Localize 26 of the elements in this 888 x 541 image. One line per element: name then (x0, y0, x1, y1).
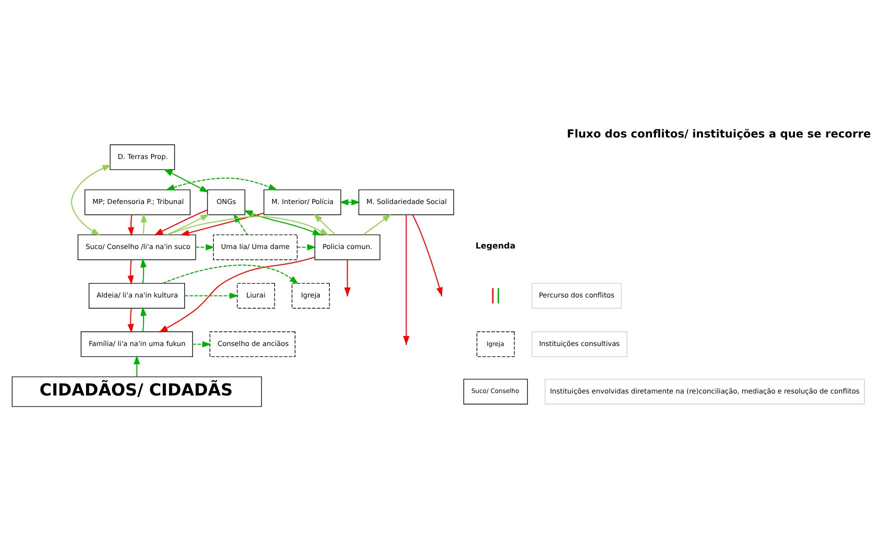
arrow (363, 213, 392, 235)
arrow (339, 198, 360, 205)
arrow (166, 177, 278, 190)
arrow (314, 213, 336, 235)
node-box: CIDADÃOS/ CIDADÃS (12, 376, 262, 406)
label: Legenda (476, 240, 516, 250)
arrow (196, 244, 215, 250)
arrow (140, 306, 147, 332)
arrow (71, 164, 112, 235)
arrow (128, 259, 134, 284)
arrow (154, 208, 208, 235)
arrow (134, 354, 140, 376)
diagram-title: Fluxo dos conflitos/ instituições a que se recorre (566, 127, 871, 140)
arrow (184, 292, 239, 298)
arrow (162, 264, 299, 284)
arrow (128, 214, 134, 236)
arrow (140, 212, 148, 234)
arrow (140, 258, 147, 283)
arrow (192, 340, 212, 347)
arrow (167, 216, 330, 235)
arrow (128, 308, 134, 333)
arrow (158, 256, 315, 332)
arrow (244, 210, 322, 235)
arrow (164, 168, 209, 192)
arrow (297, 244, 316, 250)
arrow (166, 214, 210, 235)
